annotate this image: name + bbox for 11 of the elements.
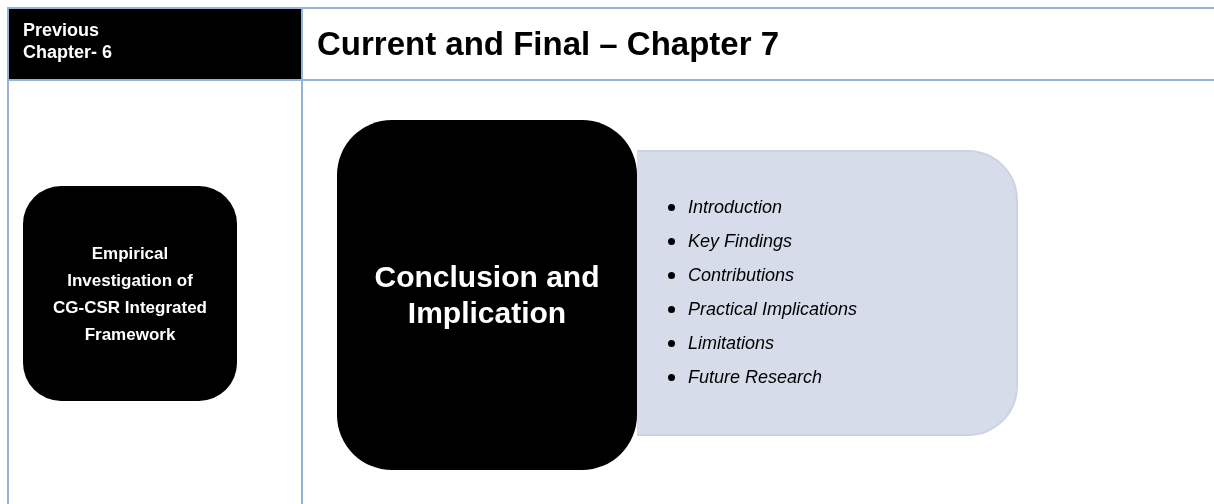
header-cell: Previous Chapter- 6 xyxy=(9,9,301,79)
list-item: Key Findings xyxy=(688,231,793,251)
header-cell-text: Current and Final – Chapter 7 xyxy=(316,24,781,64)
chapter-box: Conclusion and Implication xyxy=(337,120,637,470)
list-item: Practical Implications xyxy=(688,299,858,319)
list-item: Introduction xyxy=(688,197,783,217)
list-item: Limitations xyxy=(688,333,775,353)
list-item: Contributions xyxy=(688,265,795,285)
topic-list-box xyxy=(637,150,1018,436)
list-item: Future Research xyxy=(688,367,823,387)
chapter-box: Empirical Investigation of CG-CSR Integrated Framework xyxy=(23,186,237,401)
